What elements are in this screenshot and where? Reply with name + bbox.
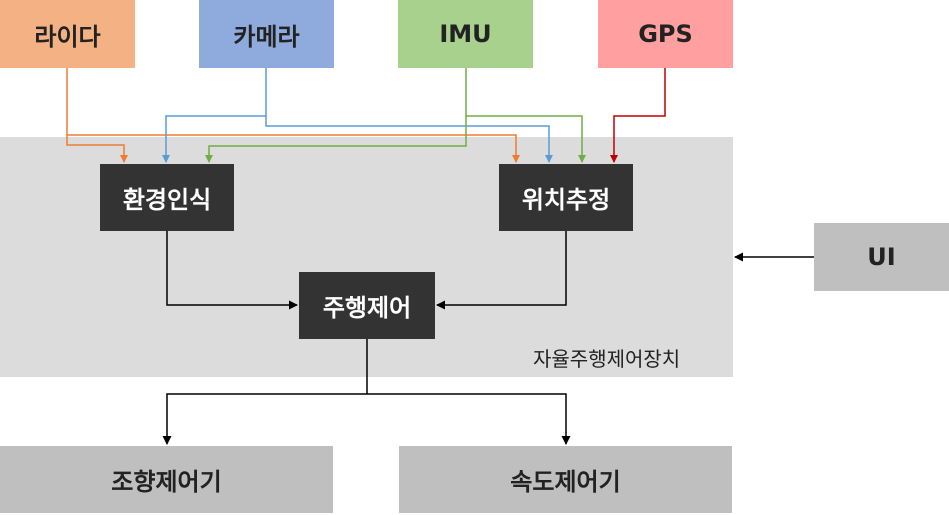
driving-to-speed-line	[367, 393, 571, 445]
speed-controller-label: 속도제어기	[510, 468, 621, 496]
driving-control-box: 주행제어	[299, 272, 435, 339]
imu-to-perception-line	[205, 68, 467, 163]
imu-to-localization-line	[466, 115, 586, 163]
steering-controller-box: 조향제어기	[0, 446, 333, 513]
ui-box: UI	[814, 223, 949, 291]
localization-box: 위치추정	[499, 164, 633, 231]
panel-label: 자율주행제어장치	[533, 347, 681, 371]
speed-controller-box: 속도제어기	[399, 446, 732, 513]
camera-to-localization-line	[265, 116, 553, 163]
perception-to-driving-line	[166, 231, 298, 310]
camera-box: 카메라	[199, 0, 334, 68]
perception-label: 환경인식	[122, 186, 212, 214]
camera-label: 카메라	[233, 22, 300, 51]
localization-label: 위치추정	[521, 186, 611, 214]
imu-label: IMU	[439, 20, 492, 48]
lidar-box: 라이다	[0, 0, 135, 68]
lidar-label: 라이다	[34, 22, 101, 51]
localization-to-driving-line	[436, 231, 567, 310]
steering-controller-label: 조향제어기	[111, 468, 222, 496]
lidar-to-localization-line	[67, 134, 520, 163]
gps-label: GPS	[638, 20, 693, 48]
perception-box: 환경인식	[100, 164, 234, 231]
driving-to-steering-line	[162, 393, 367, 445]
lidar-to-perception-line	[66, 68, 128, 163]
gps-to-localization-line	[610, 68, 666, 163]
camera-to-perception-line	[162, 68, 267, 163]
gps-box: GPS	[598, 0, 733, 68]
ui-label: UI	[867, 243, 896, 271]
driving-control-label: 주행제어	[322, 294, 412, 322]
imu-box: IMU	[398, 0, 533, 68]
